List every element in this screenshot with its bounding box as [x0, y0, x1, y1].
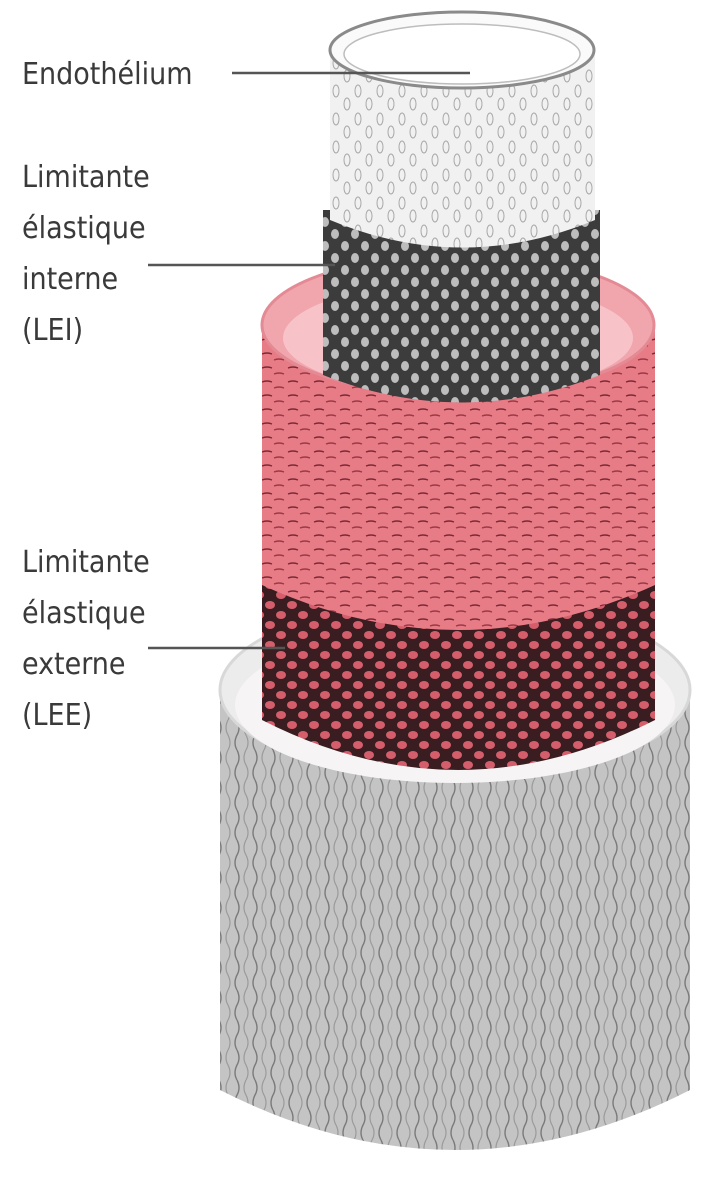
- svg-text:Limitante: Limitante: [22, 160, 150, 195]
- svg-text:interne: interne: [22, 262, 118, 297]
- svg-text:externe: externe: [22, 647, 126, 682]
- svg-text:(LEI): (LEI): [22, 313, 83, 348]
- endothelium-label: Endothélium: [22, 57, 193, 92]
- lei-label: Limitante élastique interne (LEI): [22, 160, 150, 348]
- svg-text:(LEE): (LEE): [22, 698, 92, 733]
- lee-label: Limitante élastique externe (LEE): [22, 545, 150, 733]
- svg-text:Limitante: Limitante: [22, 545, 150, 580]
- endothelium-layer: [330, 12, 595, 248]
- svg-text:élastique: élastique: [22, 211, 146, 246]
- svg-text:élastique: élastique: [22, 596, 146, 631]
